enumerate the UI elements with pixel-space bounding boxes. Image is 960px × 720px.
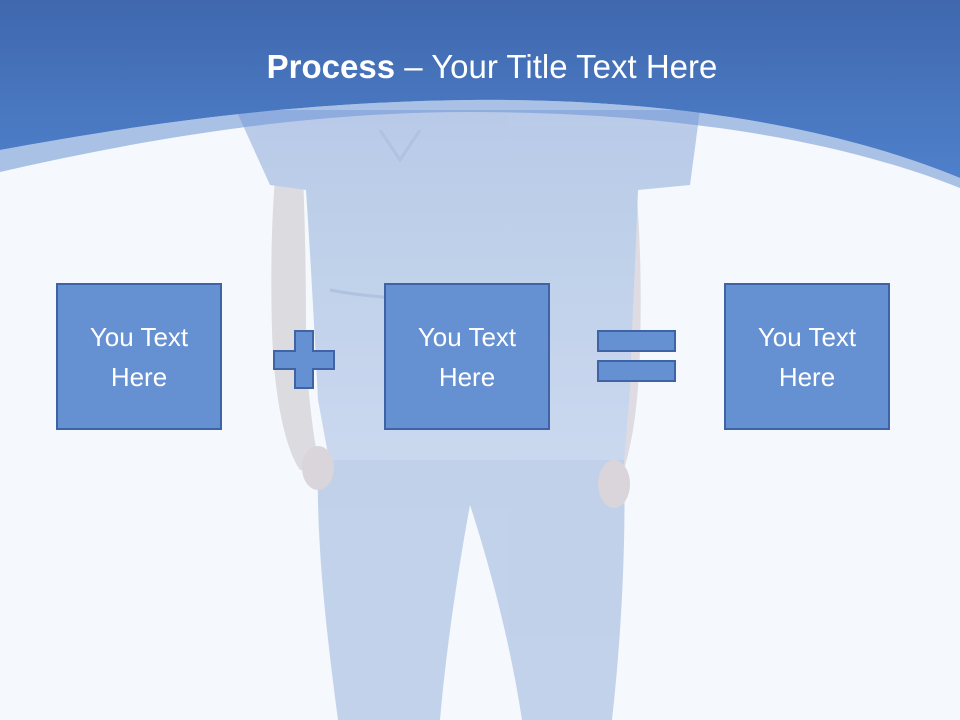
equals-icon bbox=[597, 330, 676, 382]
title-rest: – Your Title Text Here bbox=[395, 48, 718, 85]
process-box-2: You Text Here bbox=[384, 283, 550, 430]
process-box-3: You Text Here bbox=[724, 283, 890, 430]
slide-title: Process – Your Title Text Here bbox=[0, 48, 960, 86]
process-box-1: You Text Here bbox=[56, 283, 222, 430]
process-box-3-text: You Text Here bbox=[757, 321, 857, 392]
process-box-2-text: You Text Here bbox=[417, 321, 517, 392]
title-bold: Process bbox=[266, 48, 396, 85]
plus-icon bbox=[273, 330, 335, 389]
process-box-1-text: You Text Here bbox=[89, 321, 189, 392]
